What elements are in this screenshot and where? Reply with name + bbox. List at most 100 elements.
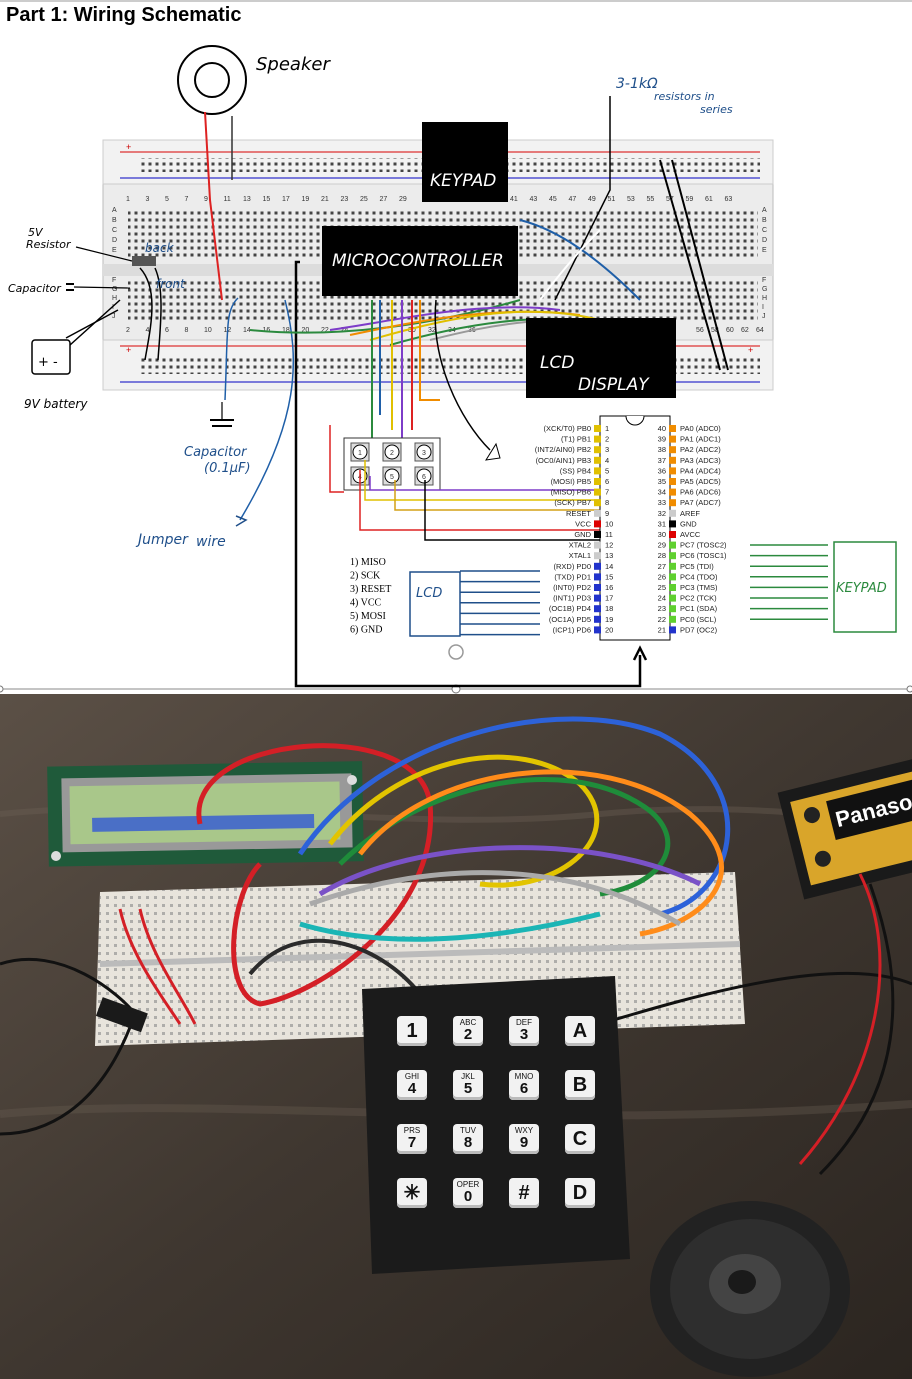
isp-pin-number: 6 xyxy=(422,474,426,481)
pin-marker xyxy=(669,541,676,549)
chip-pin-left-label: (RXD) PD0 xyxy=(553,562,591,571)
key-sub-label: MNO xyxy=(514,1072,534,1081)
keypad-key[interactable]: D xyxy=(565,1178,595,1208)
keypad-key[interactable]: # xyxy=(509,1178,539,1208)
svg-text:KEYPAD: KEYPAD xyxy=(836,581,887,596)
key-sub-label: OPER xyxy=(456,1180,480,1189)
battery-symbol: + - 9V battery xyxy=(24,299,121,411)
chip-pin-left-label: (SCK) PB7 xyxy=(554,498,591,507)
key-main-label: # xyxy=(518,1182,530,1204)
chip-pin-number: 35 xyxy=(658,477,666,486)
chip-pin-number: 24 xyxy=(658,594,666,603)
pin-marker xyxy=(669,467,676,475)
column-number: 29 xyxy=(399,196,407,203)
chip-pin-number: 27 xyxy=(658,562,666,571)
svg-text:LCD: LCD xyxy=(416,586,442,601)
key-main-label: A xyxy=(572,1020,588,1042)
column-number: 13 xyxy=(243,196,251,203)
lcd-box: LCD xyxy=(409,570,540,637)
keypad-key[interactable]: A xyxy=(565,1016,595,1046)
column-number: 15 xyxy=(263,196,271,203)
chip-pin-number: 36 xyxy=(658,466,666,475)
pin-marker xyxy=(594,478,601,485)
chip-pin-right-label: PC3 (TMS) xyxy=(680,583,718,592)
pin-marker xyxy=(669,509,676,517)
chip-pin-number: 29 xyxy=(658,541,666,550)
column-number: 19 xyxy=(302,196,310,203)
keypad-key[interactable]: ✳ xyxy=(397,1178,427,1208)
chip-pin-left-label: (MOSI) PB5 xyxy=(551,477,591,486)
column-number: 1 xyxy=(126,196,130,203)
chip-pin-left-label: RESET xyxy=(566,509,591,518)
row-letter: B xyxy=(112,217,117,224)
column-number: 53 xyxy=(627,196,635,203)
chip-pin-number: 15 xyxy=(605,572,613,581)
column-number: 2 xyxy=(126,327,130,334)
pin-marker xyxy=(669,456,676,464)
column-number: 49 xyxy=(588,196,596,203)
key-main-label: ✳ xyxy=(403,1182,421,1204)
chip-pin-number: 6 xyxy=(605,477,609,486)
keypad-key[interactable]: B xyxy=(565,1070,595,1100)
column-number: 41 xyxy=(510,196,518,203)
key-main-label: 0 xyxy=(463,1188,473,1205)
row-letter: B xyxy=(762,217,767,224)
svg-text:+ -: + - xyxy=(38,355,58,370)
row-letter: H xyxy=(112,295,117,302)
pin-marker xyxy=(669,446,676,454)
photo-battery: Panasonic xyxy=(777,754,912,900)
pin-marker xyxy=(669,626,676,634)
resistors-label: 3-1kΩ xyxy=(616,76,658,92)
svg-text:9V battery: 9V battery xyxy=(24,397,88,411)
back-label: back xyxy=(145,241,175,255)
isp-legend-item: 3) RESET xyxy=(350,584,391,595)
column-number: 3 xyxy=(146,196,150,203)
svg-text:resistors in: resistors in xyxy=(654,90,715,103)
row-letter: C xyxy=(762,227,767,234)
column-number: 10 xyxy=(204,327,212,334)
chip-pin-left-label: VCC xyxy=(575,519,591,528)
pin-marker xyxy=(669,478,676,485)
chip-pin-number: 2 xyxy=(605,435,609,444)
column-number: 55 xyxy=(647,196,655,203)
isp-pin: 1 xyxy=(350,442,370,462)
cap-value-label: Capacitor xyxy=(184,445,248,460)
isp-pin-number: 5 xyxy=(390,474,394,481)
pin-marker xyxy=(594,509,601,517)
chip-pin-number: 31 xyxy=(658,519,666,528)
chip-pin-right-label: AVCC xyxy=(680,530,701,539)
keypad-block: KEYPAD xyxy=(422,122,508,202)
column-number: 18 xyxy=(282,327,290,334)
speaker-symbol: Speaker xyxy=(177,45,331,115)
column-number: 64 xyxy=(756,327,764,334)
chip-pin-left-label: (T1) PB1 xyxy=(561,435,591,444)
chip-pin-left-label: (ICP1) PD6 xyxy=(553,625,591,634)
speaker-label: Speaker xyxy=(256,54,331,75)
keypad-key[interactable]: 1 xyxy=(397,1016,427,1046)
column-number: 27 xyxy=(380,196,388,203)
chip-pin-number: 22 xyxy=(658,615,666,624)
column-number: 20 xyxy=(302,327,310,334)
svg-text:+: + xyxy=(748,345,753,355)
pin-marker xyxy=(594,615,601,623)
chip-pin-right-label: PC5 (TDI) xyxy=(680,562,714,571)
chip-pin-left-label: (INT1) PD3 xyxy=(553,594,591,603)
key-main-label: D xyxy=(572,1182,588,1204)
pin-marker xyxy=(594,594,601,602)
keypad-key[interactable]: C xyxy=(565,1124,595,1154)
pin-marker xyxy=(594,541,601,549)
isp-legend-item: 2) SCK xyxy=(350,571,381,582)
pin-marker xyxy=(669,499,676,507)
chip-pin-left-label: (OC1A) PD5 xyxy=(549,615,591,624)
